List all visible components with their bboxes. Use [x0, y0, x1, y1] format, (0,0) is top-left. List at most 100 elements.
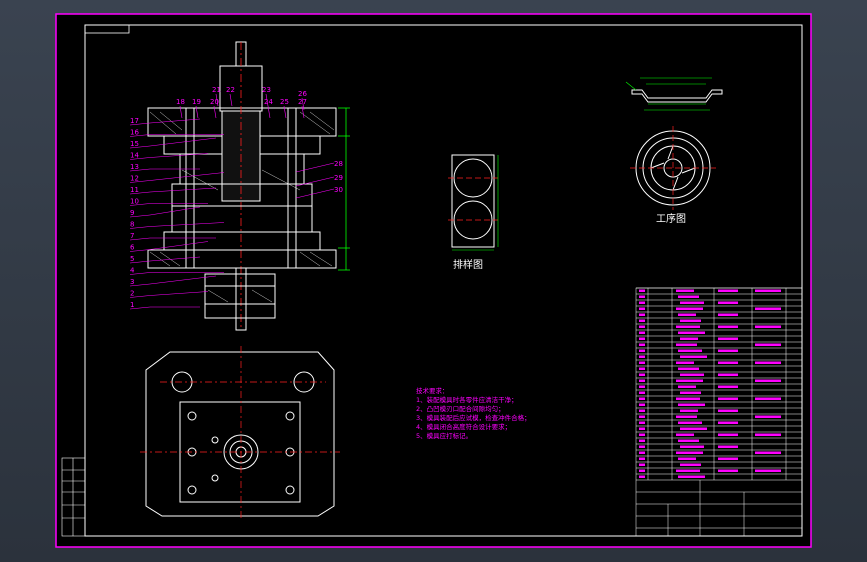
parts-list-cell-mark	[639, 397, 645, 400]
parts-list-cell-mark	[678, 403, 705, 406]
parts-list-cell-mark	[718, 289, 738, 292]
parts-list-cell-mark	[639, 343, 645, 346]
parts-list-cell-mark	[678, 385, 696, 388]
parts-list-cell-mark	[639, 313, 645, 316]
process-part-section	[631, 89, 723, 103]
parts-list-entries	[639, 289, 781, 478]
parts-list-cell-mark	[718, 445, 738, 448]
parts-list-cell-mark	[676, 451, 703, 454]
process-part-dimensions	[625, 77, 712, 111]
parts-list-cell-mark	[676, 433, 694, 436]
parts-list-table	[635, 287, 803, 537]
frame-top-left-cell	[84, 24, 130, 34]
part-number-label: 1	[130, 301, 134, 309]
parts-list-cell-mark	[755, 361, 781, 364]
part-number-label: 23	[262, 86, 271, 94]
parts-list-cell-mark	[676, 325, 700, 328]
parts-list-cell-mark	[680, 427, 707, 430]
parts-list-cell-mark	[639, 349, 645, 352]
tech-req-item: 3、模具装配后应试模，检查冲件合格；	[416, 413, 531, 422]
blank-layout-centerlines	[448, 177, 498, 221]
part-number-label: 21	[212, 86, 221, 94]
part-number-label: 3	[130, 278, 134, 286]
parts-list-cell-mark	[718, 325, 738, 328]
part-number-label: 11	[130, 186, 139, 194]
parts-list-cell-mark	[639, 403, 645, 406]
parts-list-cell-mark	[639, 433, 645, 436]
part-number-label: 13	[130, 163, 139, 171]
parts-list-cell-mark	[639, 469, 645, 472]
drawing-sheet	[55, 13, 812, 548]
parts-list-cell-mark	[676, 307, 703, 310]
parts-list-cell-mark	[639, 367, 645, 370]
parts-list-cell-mark	[678, 295, 699, 298]
parts-list-cell-mark	[678, 439, 699, 442]
parts-list-cell-mark	[718, 301, 738, 304]
binding-strip-table	[61, 457, 86, 537]
part-number-label: 29	[334, 174, 343, 182]
part-number-label: 28	[334, 160, 343, 168]
parts-list-cell-mark	[718, 337, 738, 340]
blank-layout-title: 排样图	[453, 258, 483, 271]
part-number-label: 20	[210, 98, 219, 106]
drawing-frame	[84, 24, 803, 537]
parts-list-cell-mark	[676, 379, 703, 382]
parts-list-cell-mark	[639, 421, 645, 424]
parts-list-cell-mark	[639, 307, 645, 310]
parts-list-cell-mark	[639, 427, 645, 430]
parts-list-cell-mark	[676, 397, 700, 400]
parts-list-cell-mark	[680, 355, 707, 358]
parts-list-cell-mark	[639, 295, 645, 298]
parts-list-cell-mark	[755, 469, 781, 472]
parts-list-cell-mark	[639, 301, 645, 304]
parts-list-cell-mark	[680, 337, 698, 340]
die-assembly-section	[147, 41, 337, 331]
part-number-label: 18	[176, 98, 185, 106]
parts-list-cell-mark	[639, 475, 645, 478]
parts-list-cell-mark	[639, 361, 645, 364]
parts-list-cell-mark	[718, 361, 738, 364]
parts-list-cell-mark	[639, 319, 645, 322]
tech-req-heading: 技术要求：	[416, 386, 449, 395]
parts-list-cell-mark	[718, 349, 738, 352]
parts-list-cell-mark	[755, 433, 781, 436]
part-number-label: 24	[264, 98, 273, 106]
part-leader-lines	[129, 93, 335, 310]
parts-list-cell-mark	[755, 343, 781, 346]
part-number-label: 4	[130, 267, 135, 275]
parts-list-cell-mark	[639, 409, 645, 412]
parts-list-cell-mark	[755, 325, 781, 328]
parts-list-cell-mark	[718, 421, 738, 424]
parts-list-cell-mark	[718, 457, 738, 460]
parts-list-cell-mark	[680, 301, 704, 304]
part-number-label: 12	[130, 175, 139, 183]
parts-list-cell-mark	[718, 433, 738, 436]
blank-layout-dimensions	[452, 155, 499, 251]
parts-list-cell-mark	[639, 463, 645, 466]
parts-list-cell-mark	[676, 415, 697, 418]
part-number-label: 25	[280, 98, 289, 106]
parts-list-cell-mark	[718, 397, 738, 400]
part-number-label: 2	[130, 290, 134, 298]
part-number-label: 19	[192, 98, 201, 106]
part-number-label: 10	[130, 198, 139, 206]
parts-list-cell-mark	[678, 457, 696, 460]
parts-list-cell-mark	[678, 475, 705, 478]
part-number-label: 6	[130, 244, 135, 252]
parts-list-cell-mark	[718, 469, 738, 472]
part-number-label: 30	[334, 186, 343, 194]
part-number-label: 26	[298, 90, 307, 98]
parts-list-cell-mark	[718, 313, 738, 316]
parts-list-cell-mark	[755, 289, 781, 292]
parts-list-cell-mark	[680, 445, 704, 448]
parts-list-cell-mark	[639, 451, 645, 454]
parts-list-cell-mark	[639, 331, 645, 334]
parts-list-cell-mark	[639, 355, 645, 358]
part-number-label: 27	[298, 98, 307, 106]
parts-list-cell-mark	[755, 415, 781, 418]
part-number-label: 5	[130, 255, 134, 263]
part-number-label: 17	[130, 117, 139, 125]
parts-list-cell-mark	[678, 421, 702, 424]
